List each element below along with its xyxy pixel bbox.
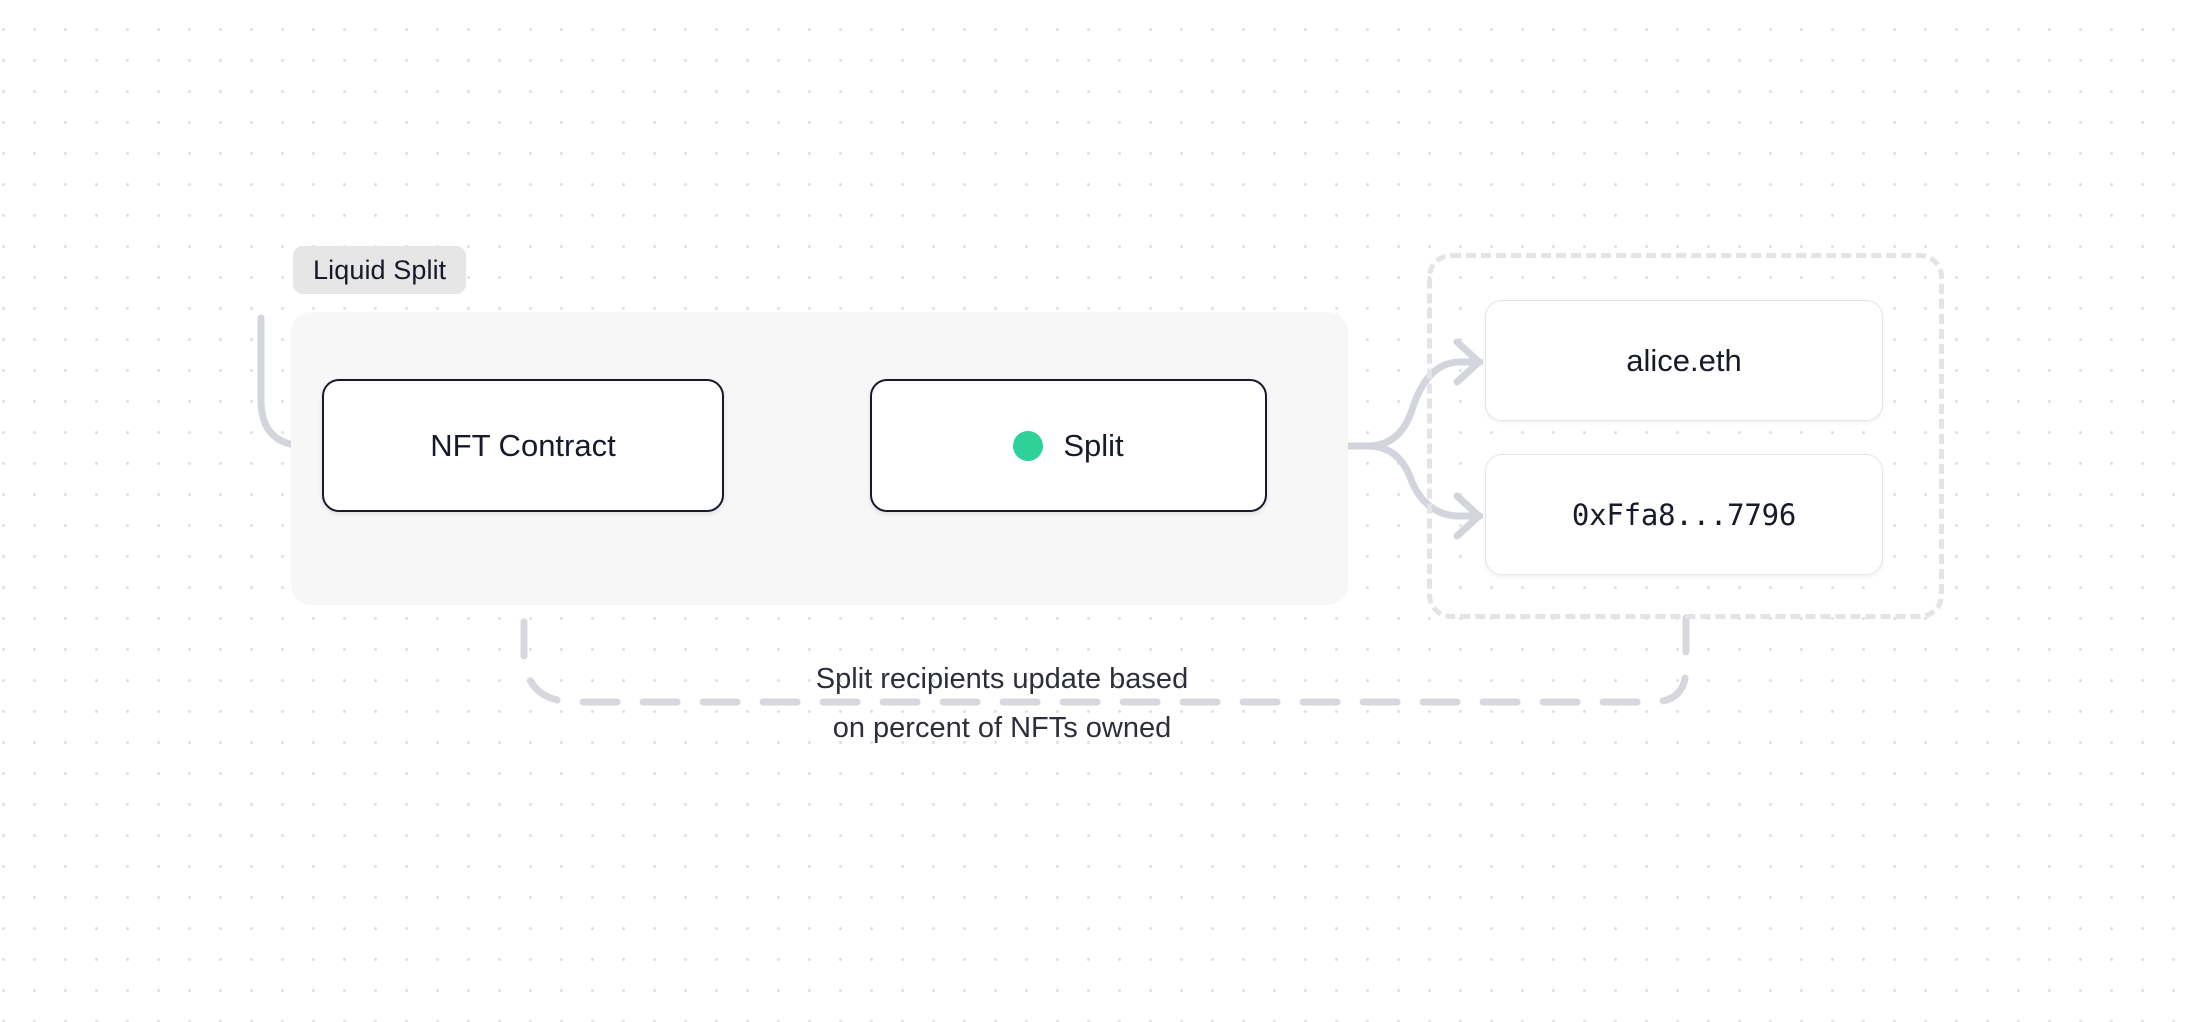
green-dot-icon bbox=[1013, 430, 1044, 461]
node-nft-contract-label: NFT Contract bbox=[430, 427, 616, 463]
recipient-card-address[interactable]: 0xFfa8...7796 bbox=[1485, 454, 1883, 575]
node-split[interactable]: Split bbox=[870, 379, 1267, 512]
feedback-caption-line-1: Split recipients update based bbox=[815, 663, 1189, 695]
node-split-label: Split bbox=[1063, 427, 1124, 463]
group-label-text: Liquid Split bbox=[313, 254, 447, 285]
recipient-label: alice.eth bbox=[1626, 342, 1742, 378]
feedback-caption: Split recipients update based on percent… bbox=[702, 655, 1302, 753]
group-label-liquid-split[interactable]: Liquid Split bbox=[293, 246, 467, 294]
recipient-label: 0xFfa8...7796 bbox=[1571, 497, 1797, 532]
node-nft-contract[interactable]: NFT Contract bbox=[322, 379, 724, 512]
feedback-caption-line-2: on percent of NFTs owned bbox=[832, 712, 1172, 744]
recipients-dashed-frame bbox=[1427, 253, 1944, 619]
recipient-card-alice[interactable]: alice.eth bbox=[1485, 300, 1883, 421]
